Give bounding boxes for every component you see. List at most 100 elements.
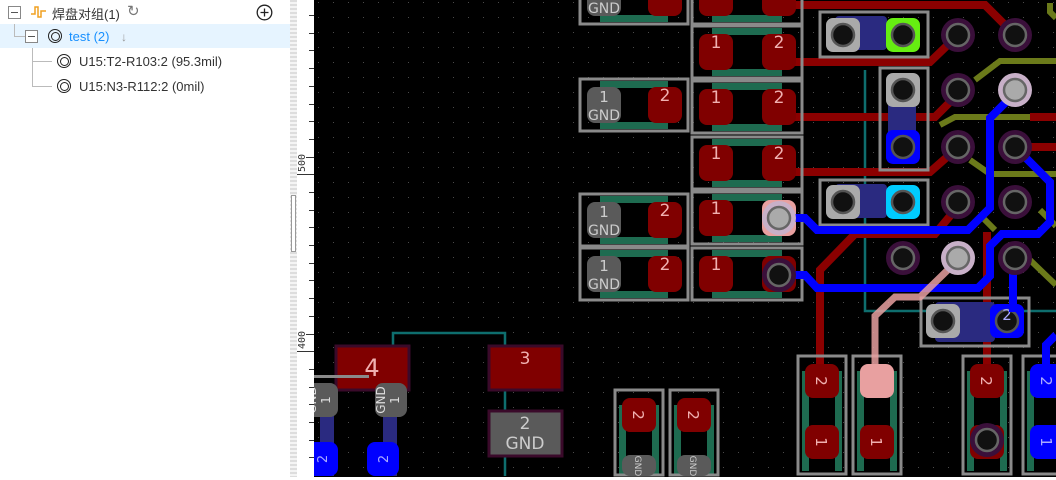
pad-label: 2 xyxy=(774,88,785,108)
pad-label: 1 xyxy=(599,257,609,275)
footprint-outline xyxy=(961,354,1013,476)
pad-label: 2 xyxy=(1037,376,1055,386)
ruler-tick xyxy=(309,280,314,281)
ruler-tick xyxy=(309,139,314,140)
pad-2 xyxy=(762,34,796,70)
ruler-tick xyxy=(309,316,314,317)
pad-1 xyxy=(587,256,621,292)
via-hole xyxy=(890,245,916,271)
via-hole xyxy=(1002,245,1028,271)
pad-label: GND xyxy=(374,386,388,414)
pad-1 xyxy=(1030,425,1056,459)
ruler-tick xyxy=(309,298,314,299)
plus-circle-icon[interactable] xyxy=(256,4,273,21)
refresh-icon[interactable]: ↻ xyxy=(127,3,140,20)
pad-label: 2 xyxy=(377,455,392,463)
collapse-icon[interactable] xyxy=(8,6,21,19)
pad-label: 3 xyxy=(520,349,531,369)
ruler-tick xyxy=(309,245,314,246)
pad-2 xyxy=(648,202,682,238)
via-hole xyxy=(1002,189,1028,215)
pad-label: 2 xyxy=(684,410,702,420)
panel-splitter[interactable] xyxy=(290,0,297,477)
via-hole xyxy=(945,189,971,215)
footprint[interactable]: 21 xyxy=(796,354,848,476)
footprint-outline xyxy=(578,246,690,302)
tree-item-label: U15:T2-R103:2 (95.3mil) xyxy=(79,54,223,69)
ruler-tick xyxy=(309,104,314,105)
footprint-outline xyxy=(578,0,690,26)
pad-1 xyxy=(860,425,894,459)
pad-label: 2 xyxy=(774,144,785,164)
collapse-icon[interactable] xyxy=(25,30,38,43)
via-hole xyxy=(974,427,1000,453)
pad-3 xyxy=(487,344,564,392)
pad-2 xyxy=(648,87,682,123)
pad-label: 1 xyxy=(1037,437,1055,447)
pad-1 xyxy=(805,425,839,459)
footprint-outline xyxy=(690,24,804,80)
pad xyxy=(306,442,338,476)
pad-2 xyxy=(805,364,839,398)
pad-label: 2 xyxy=(629,410,647,420)
via-hole xyxy=(945,22,971,48)
tree-root-row[interactable]: 焊盘对组(1) ↻ xyxy=(0,0,290,24)
splitter-handle[interactable] xyxy=(291,195,296,252)
footprint-outline xyxy=(796,354,848,476)
ruler-tick xyxy=(309,457,314,458)
footprint-outline xyxy=(690,79,804,135)
ruler-tick xyxy=(297,351,314,352)
pad-1 xyxy=(622,455,656,476)
pad-label: 2 xyxy=(660,86,671,106)
pcb-view[interactable]: 1GND21GND21GND21GND212121212112112212GND… xyxy=(305,0,1056,477)
pad-1 xyxy=(699,89,733,125)
pad-1 xyxy=(587,202,621,238)
pad-2 xyxy=(487,409,564,458)
tree-item[interactable]: U15:N3-R112:2 (0mil) xyxy=(0,74,290,98)
ruler-tick xyxy=(309,33,314,34)
pad-2 xyxy=(762,89,796,125)
footprint[interactable]: 12 xyxy=(690,0,804,26)
ruler-tick xyxy=(309,387,314,388)
footprint[interactable]: 1 xyxy=(851,354,903,476)
pad-label: 2 xyxy=(660,255,671,275)
pad-2 xyxy=(762,145,796,181)
pad-label: 1 xyxy=(711,33,722,53)
pad-label: 2 xyxy=(812,376,830,386)
pad-label: 1 xyxy=(599,203,609,221)
via-hole xyxy=(945,77,971,103)
pad-2 xyxy=(1030,364,1056,398)
pad-label: 1 xyxy=(711,255,722,275)
ruler-tick xyxy=(309,192,314,193)
tree-item[interactable]: U15:T2-R103:2 (95.3mil) xyxy=(0,49,290,73)
pad-label: GND xyxy=(687,456,697,477)
via-hole xyxy=(1002,77,1028,103)
tree-group-row[interactable]: test (2) ↓ xyxy=(0,24,290,48)
pad xyxy=(306,383,338,417)
pad-4 xyxy=(334,344,411,392)
pad-label: 1 xyxy=(711,199,722,219)
pcb-canvas[interactable]: 1GND21GND21GND21GND212121212112112212GND… xyxy=(305,0,1056,477)
pad-label: 1 xyxy=(711,88,722,108)
pad-label: 2 xyxy=(977,376,995,386)
pad-label: GND xyxy=(588,223,620,239)
pad-label: GND xyxy=(588,277,620,293)
ruler-tick xyxy=(309,422,314,423)
drill-hole xyxy=(830,22,856,48)
tree-item-label: U15:N3-R112:2 (0mil) xyxy=(79,79,205,94)
vertical-ruler: 500 400 xyxy=(297,0,314,477)
pad-label: 2 xyxy=(660,201,671,221)
footprint[interactable]: 21 xyxy=(1021,354,1056,476)
pad-label: 2 xyxy=(316,455,331,463)
ruler-tick xyxy=(306,334,314,335)
arrow-down-icon[interactable]: ↓ xyxy=(121,30,127,44)
